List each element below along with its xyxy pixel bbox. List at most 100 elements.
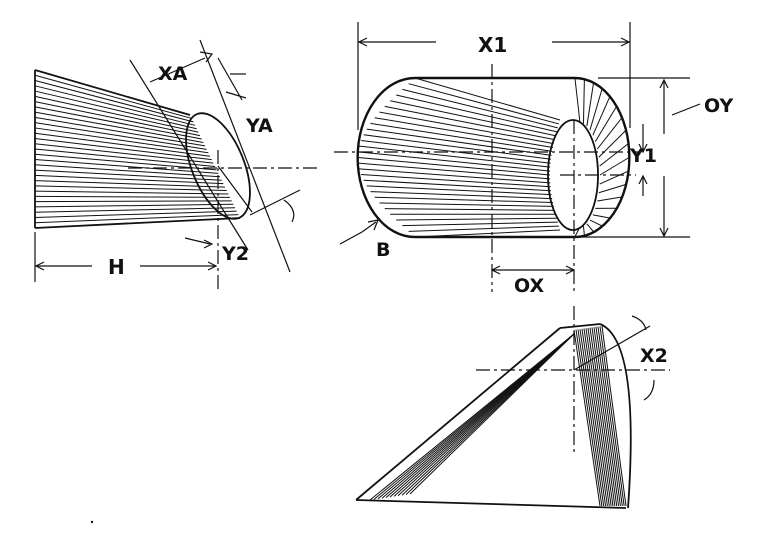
side-view-bottom-edge <box>34 217 241 229</box>
oy-label: OY <box>704 95 733 117</box>
plan-view-outline <box>356 76 631 239</box>
side-hatch-line <box>34 169 222 181</box>
elevation-base-line <box>355 499 627 509</box>
ox-arrow-right-icon <box>565 265 576 275</box>
y1-arrow-top-icon <box>659 78 669 89</box>
side-hatch-line <box>34 195 231 198</box>
plan-fan-line <box>598 184 626 194</box>
plan-hatch-line <box>374 117 554 148</box>
x1-label: X1 <box>478 33 507 57</box>
side-hatch-line <box>34 159 219 174</box>
y2-arrow-icon <box>203 239 214 249</box>
plan-fan-line <box>574 78 581 124</box>
plan-hatch-line <box>357 157 551 176</box>
side-angle-extension <box>249 189 301 216</box>
plan-fan-line <box>594 106 617 142</box>
side-view-hatching <box>34 69 241 229</box>
xa-arrow-icon <box>199 51 214 63</box>
plan-hatch-line <box>358 162 551 180</box>
elevation-right-edge <box>599 323 632 509</box>
ya-dimension-line <box>217 57 243 101</box>
elevation-right-fan-line <box>599 326 625 507</box>
side-hatch-line <box>34 85 196 126</box>
elevation-view: X2 <box>355 306 670 509</box>
plan-hatch-line <box>390 100 556 137</box>
plan-hatch-line <box>359 168 551 184</box>
elevation-right-fan-line <box>593 327 620 507</box>
elevation-right-fan-line <box>601 325 627 507</box>
plan-hatch-line <box>366 128 552 156</box>
xa-label: XA <box>158 63 188 85</box>
plan-hatch-line <box>366 185 552 196</box>
plan-fan-line <box>592 214 610 219</box>
side-hatch-line <box>34 153 217 171</box>
plan-hatch-line <box>396 217 557 221</box>
elevation-right-fan-line <box>575 329 603 507</box>
h-arrow-left-icon <box>34 261 45 271</box>
x2-label: X2 <box>640 345 668 367</box>
side-hatch-line <box>34 180 226 188</box>
elevation-right-fan-line <box>579 329 607 507</box>
elevation-right-fan-line <box>597 326 623 507</box>
plan-hatch-line <box>379 202 554 207</box>
side-hatch-line <box>34 174 224 185</box>
side-hatch-line <box>34 200 232 203</box>
side-hatch-line <box>34 90 197 130</box>
side-hatch-line <box>34 143 214 164</box>
cut-plane-line-a <box>129 59 249 251</box>
plan-hatch-line <box>358 151 551 172</box>
plan-view: X1 Y1 OY B OX <box>334 22 733 297</box>
elevation-right-fan-line <box>583 328 610 507</box>
plan-hatch-line <box>370 122 553 152</box>
elevation-right-fan-line <box>573 329 601 507</box>
plan-fan-line <box>586 83 594 127</box>
h-label: H <box>108 255 125 279</box>
elevation-left-fan-line <box>409 333 575 495</box>
elevation-right-fan-line <box>595 326 621 507</box>
plan-view-hatching <box>357 77 630 238</box>
elevation-right-fan-line <box>587 327 614 507</box>
side-hatch-line <box>34 210 237 218</box>
ya-label: YA <box>245 115 273 137</box>
stray-dot <box>90 520 94 524</box>
y2-label: Y2 <box>221 243 249 265</box>
oy-arrow-lower-icon <box>638 174 648 185</box>
side-view-axis-line <box>217 165 253 213</box>
side-hatch-line <box>34 127 209 154</box>
plan-hatch-line <box>384 208 555 211</box>
plan-fan-line <box>599 157 630 176</box>
side-hatch-line <box>34 164 221 178</box>
side-hatch-line <box>34 190 229 195</box>
side-hatch-line <box>34 137 212 161</box>
plan-hatch-line <box>414 77 561 121</box>
side-angle-arc <box>283 199 295 223</box>
elevation-right-fan-line <box>589 327 616 507</box>
side-hatch-line <box>34 132 211 157</box>
plan-hatch-line <box>363 179 552 192</box>
elevation-top-edge <box>559 323 601 329</box>
plan-fan-line <box>586 223 594 233</box>
oy-leader-line <box>671 103 701 116</box>
b-leader-line <box>339 221 377 245</box>
side-hatch-line <box>34 116 206 147</box>
ox-arrow-left-icon <box>490 265 501 275</box>
elevation-left-edge <box>355 327 561 501</box>
y1-label: Y1 <box>629 145 657 167</box>
side-hatch-line <box>34 203 234 208</box>
plan-fan-line <box>582 79 585 124</box>
plan-fan-line <box>589 219 603 227</box>
plan-hatch-line <box>396 94 557 133</box>
h-arrow-right-icon <box>207 261 218 271</box>
side-hatch-line <box>34 106 202 140</box>
elevation-view-hatching <box>369 325 627 507</box>
plan-hatch-line <box>370 191 553 200</box>
x1-arrow-left-icon <box>357 37 368 47</box>
plan-fan-line <box>597 196 622 202</box>
plan-fan-line <box>592 96 611 136</box>
plan-hatch-line <box>361 139 551 164</box>
plan-fan-line <box>589 88 603 131</box>
plan-hatch-line <box>408 225 559 232</box>
plan-hatch-line <box>408 83 560 125</box>
side-view: XA YA Y2 H <box>34 39 318 290</box>
plan-fan-line <box>598 130 627 158</box>
